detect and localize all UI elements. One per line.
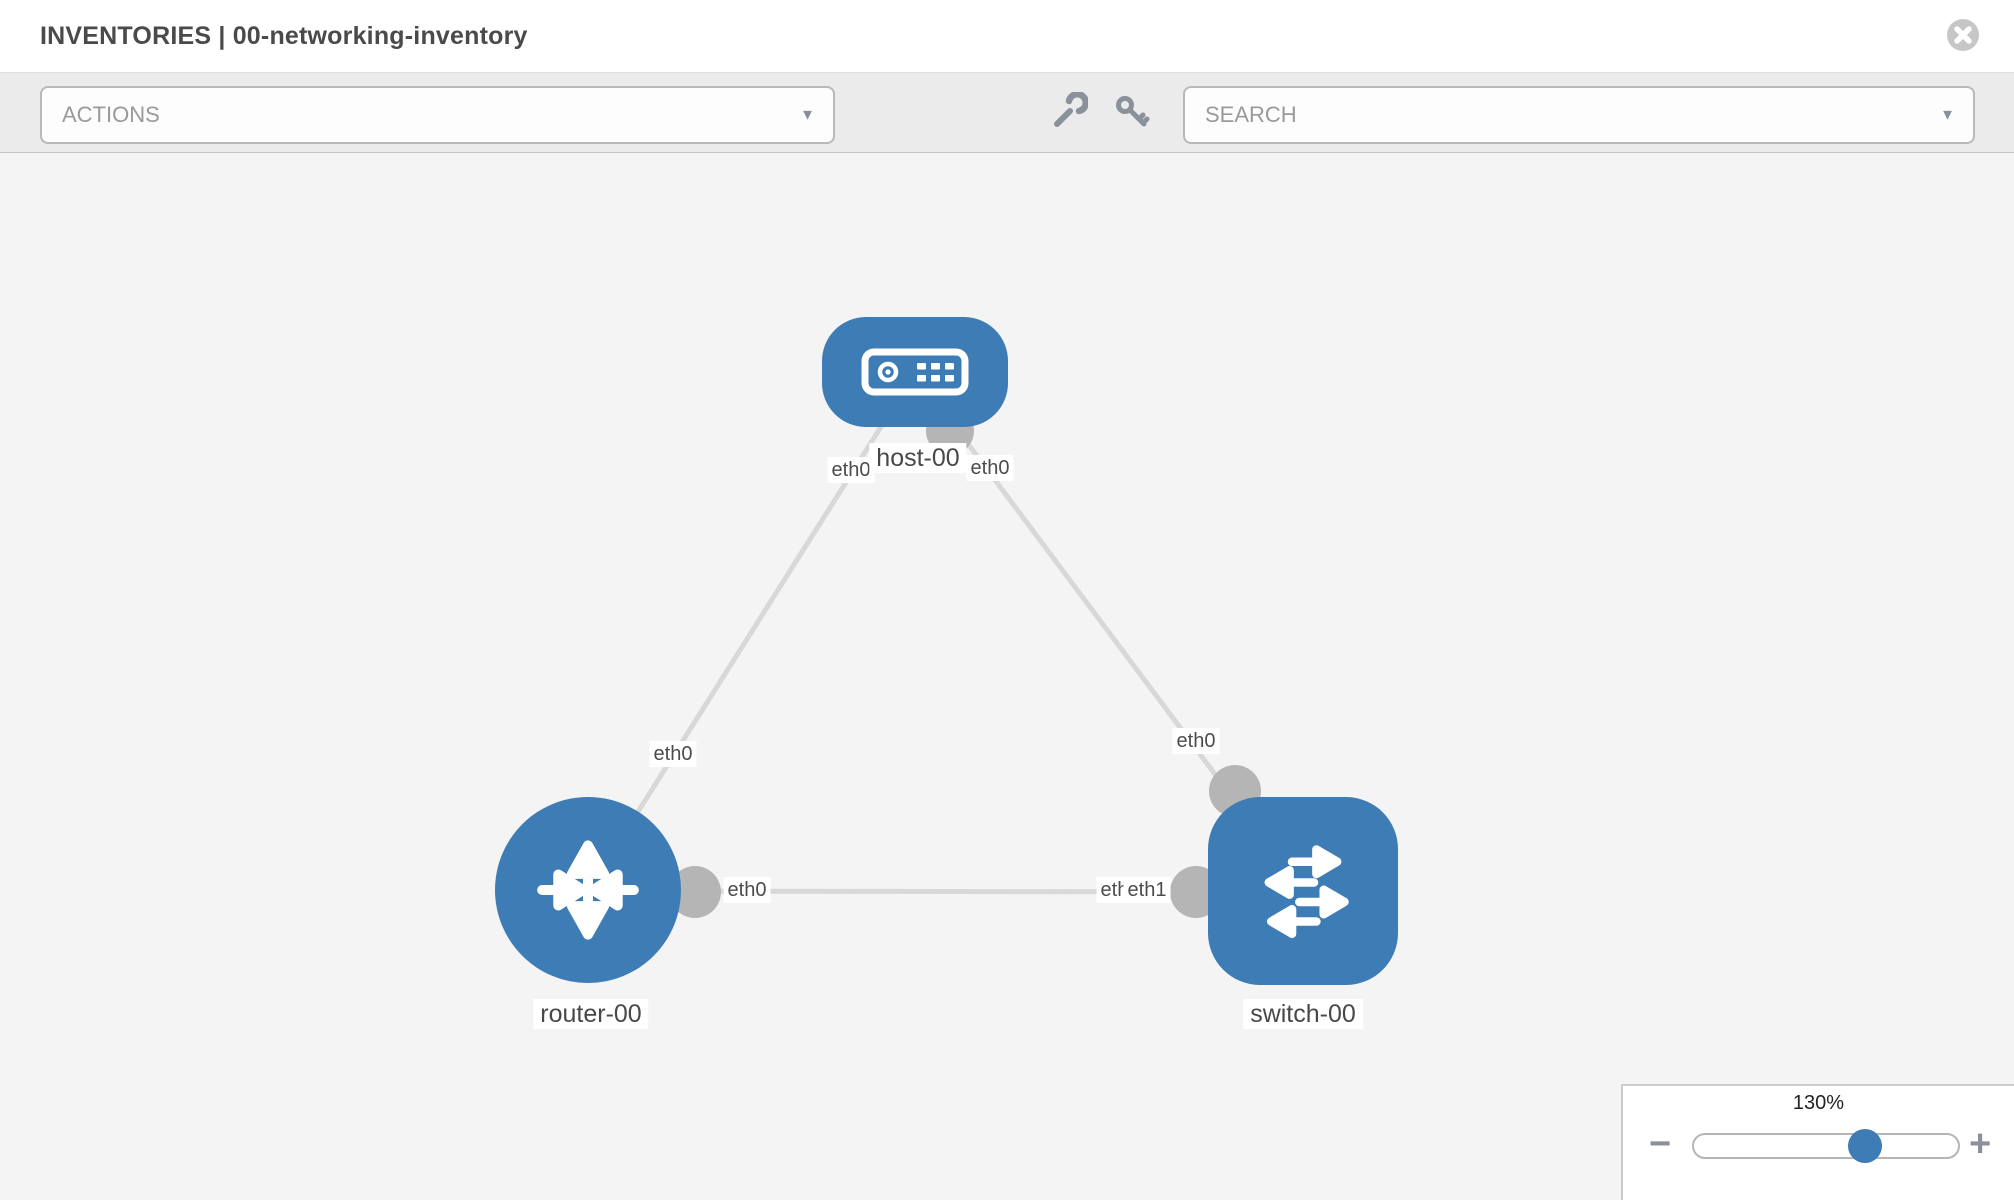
close-button[interactable] [1946, 18, 1980, 52]
actions-dropdown[interactable]: ACTIONS ▼ [40, 86, 835, 144]
host-icon [861, 348, 969, 396]
node-host-00[interactable] [822, 317, 1008, 427]
zoom-slider-track[interactable] [1692, 1133, 1960, 1159]
zoom-in-button[interactable]: + [1969, 1123, 1992, 1165]
key-icon [1116, 96, 1150, 127]
node-label-host: host-00 [869, 443, 967, 473]
header-bar: INVENTORIES | 00-networking-inventory [0, 0, 2014, 72]
interface-label: eth0 [827, 457, 875, 483]
interface-label: eth1 [1123, 877, 1171, 903]
topology-canvas[interactable]: eth0 eth0 eth0 eth0 eth0 eth0 eth1 host-… [0, 153, 2014, 1200]
node-switch-00[interactable] [1208, 797, 1398, 985]
zoom-percent-value: 130% [1792, 1092, 1845, 1114]
actions-dropdown-label: ACTIONS [62, 102, 160, 127]
page-title: INVENTORIES | 00-networking-inventory [40, 21, 528, 50]
interface-label: eth0 [1172, 728, 1220, 754]
node-router-00[interactable] [495, 797, 681, 983]
router-icon [537, 840, 639, 940]
chevron-down-icon: ▼ [1940, 106, 1955, 124]
switch-icon [1264, 845, 1349, 938]
toolbar: ACTIONS ▼ SEARCH ▼ [0, 72, 2014, 153]
node-label-router: router-00 [533, 999, 649, 1029]
topology-graph [585, 371, 1306, 918]
tools-button[interactable] [1048, 90, 1090, 132]
search-dropdown[interactable]: SEARCH ▼ [1183, 86, 1975, 144]
key-button[interactable] [1112, 92, 1152, 132]
zoom-out-button[interactable]: − [1649, 1123, 1672, 1165]
node-label-switch: switch-00 [1243, 999, 1363, 1029]
close-icon [1947, 19, 1979, 51]
interface-label: eth0 [966, 455, 1014, 481]
wrench-icon [1054, 90, 1090, 127]
search-dropdown-label: SEARCH [1205, 102, 1297, 127]
chevron-down-icon: ▼ [800, 106, 815, 124]
zoom-slider-handle[interactable] [1848, 1129, 1882, 1163]
interface-dot-router-eth0[interactable] [669, 866, 721, 918]
zoom-panel: 130% − + [1621, 1084, 2014, 1200]
interface-label: eth0 [723, 877, 771, 903]
interface-label: eth0 [649, 741, 697, 767]
